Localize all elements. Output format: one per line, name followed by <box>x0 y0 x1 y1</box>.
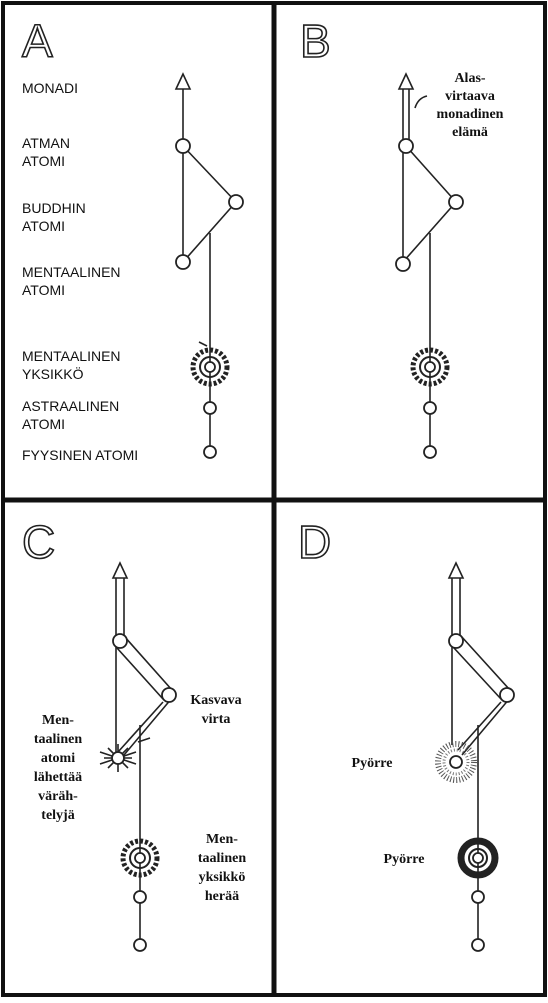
vortex-label-lower: Pyörre <box>384 852 425 867</box>
current-note-line-1: Kasvava <box>190 693 241 708</box>
mental-unit-ring-outer <box>190 347 230 387</box>
label-astraalinen: ASTRAALINEN <box>22 398 119 414</box>
panel-letter-d: D <box>298 516 331 568</box>
upper-vortex-inner-ring <box>442 748 470 776</box>
upper-diagonal <box>182 145 237 203</box>
upper-diagonal-outer <box>123 635 173 691</box>
panel-a: A MONADI ATMAN ATOMI BUDDHIN ATOMI MENTA… <box>21 14 244 463</box>
left-note-line-3: atomi <box>41 751 75 766</box>
upper-diagonal-outer <box>460 635 511 691</box>
radiating-atom-icon <box>99 744 137 772</box>
buddhin-atom-node <box>499 687 515 703</box>
physical-atom-node <box>203 445 217 459</box>
panel-letter-b: B <box>300 15 331 67</box>
annotation-line-4: elämä <box>452 125 488 140</box>
buddhin-atom-node <box>448 194 464 210</box>
atman-atom-node <box>448 633 464 649</box>
physical-atom-node <box>471 938 485 952</box>
lower-vortex-inner-ring <box>468 848 488 868</box>
arrow-head-icon <box>111 561 129 579</box>
lower-diagonal <box>402 201 457 263</box>
panel-letter-c: C <box>22 516 55 568</box>
arrow-head-icon <box>397 72 415 90</box>
mental-atom-node <box>175 254 191 270</box>
unit-note-line-4: herää <box>205 889 239 904</box>
annotation-line-3: monadinen <box>437 107 504 122</box>
lower-vortex-core <box>472 852 484 864</box>
lower-diagonal-outer <box>461 697 511 756</box>
astral-atom-node <box>133 890 147 904</box>
atman-atom-node <box>112 633 128 649</box>
upper-diagonal-inner <box>453 647 502 700</box>
pointer-tick <box>198 341 208 347</box>
mental-unit-core <box>204 361 216 373</box>
physical-atom-node <box>423 445 437 459</box>
label-buddhin: BUDDHIN <box>22 200 86 216</box>
left-note-line-2: taalinen <box>34 732 82 747</box>
arrow-head-icon <box>447 561 465 579</box>
unit-note-line-1: Men- <box>206 832 238 847</box>
buddhin-atom-node <box>161 687 177 703</box>
pointer-tick <box>137 737 151 743</box>
label-astraalinen-atomi: ATOMI <box>22 416 65 432</box>
label-buddhin-atomi: ATOMI <box>22 218 65 234</box>
atman-atom-node <box>398 138 414 154</box>
panel-b: B Alas- virtaava monadinen elämä <box>299 14 504 459</box>
astral-atom-node <box>423 401 437 415</box>
astral-atom-node <box>203 401 217 415</box>
left-note-line-1: Men- <box>42 713 74 728</box>
astral-atom-node <box>471 890 485 904</box>
left-note-line-4: lähettää <box>34 770 82 785</box>
label-monadi: MONADI <box>22 80 78 96</box>
left-note-line-5: väräh- <box>38 789 78 804</box>
panel-letter-a: A <box>22 15 53 67</box>
mental-unit-ring-outer <box>120 838 160 878</box>
buddhin-atom-node <box>228 194 244 210</box>
lower-diagonal <box>182 201 237 263</box>
upper-vortex-core <box>449 755 463 769</box>
panel-c: C Men- taalinen atomi l <box>21 515 246 952</box>
panel-d: D Pyörre Pyörre <box>297 515 515 952</box>
left-note-line-6: telyjä <box>41 808 74 823</box>
current-note-line-2: virta <box>202 712 231 727</box>
lower-vortex-ring <box>457 837 499 879</box>
vortex-label-upper: Pyörre <box>352 756 393 771</box>
lower-diagonal-outer <box>123 697 173 756</box>
upper-diagonal <box>405 145 457 203</box>
upper-vortex-ring <box>435 741 477 783</box>
label-atman-atomi: ATOMI <box>22 153 65 169</box>
label-fyysinen-atomi: FYYSINEN ATOMI <box>22 447 138 463</box>
annotation-pointer <box>414 95 428 109</box>
mental-unit-ring-inner <box>419 356 441 378</box>
atman-atom-node <box>175 138 191 154</box>
annotation-line-2: virtaava <box>445 89 495 104</box>
unit-note-line-3: yksikkö <box>199 870 246 885</box>
label-mentaalinen-atomi: ATOMI <box>22 282 65 298</box>
label-atman: ATMAN <box>22 135 70 151</box>
mental-unit-ring-inner <box>199 356 221 378</box>
label-mentaalinen: MENTAALINEN <box>22 264 121 280</box>
label-yksikko: YKSIKKÖ <box>22 365 84 382</box>
arrow-head-icon <box>174 72 192 90</box>
unit-note-line-2: taalinen <box>198 851 246 866</box>
mental-unit-ring-inner <box>129 847 151 869</box>
mental-unit-ring-outer <box>410 347 450 387</box>
upper-diagonal-inner <box>116 647 164 700</box>
mental-unit-core <box>134 852 146 864</box>
annotation-line-1: Alas- <box>454 71 485 86</box>
mental-unit-core <box>424 361 436 373</box>
label-mentaalinen-unit: MENTAALINEN <box>22 348 121 364</box>
mental-atom-node <box>395 256 411 272</box>
physical-atom-node <box>133 938 147 952</box>
lower-diagonal-inner <box>457 701 502 751</box>
